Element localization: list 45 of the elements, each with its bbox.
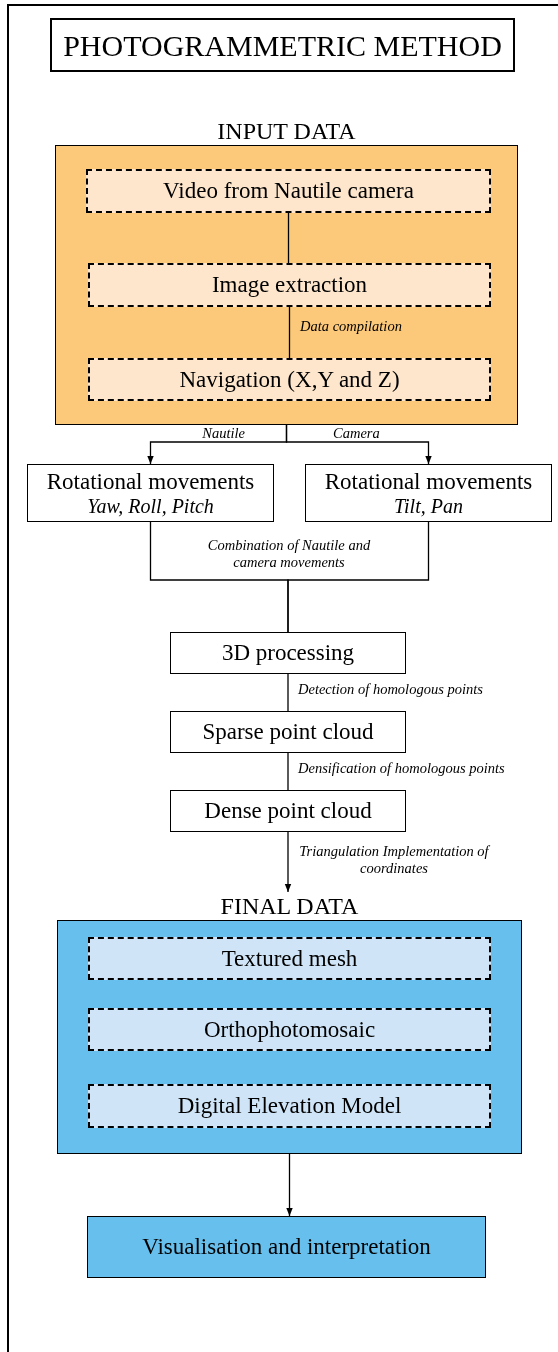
- connector-line: [287, 673, 289, 712]
- connector-line: [288, 306, 291, 359]
- box-title: Video from Nautile camera: [163, 178, 414, 204]
- box-title: Rotational movements: [324, 469, 533, 495]
- step-box: [88, 358, 491, 401]
- arrow: [284, 831, 292, 893]
- process-box: [170, 632, 406, 674]
- box-title: Textured mesh: [221, 945, 358, 972]
- box-title: Sparse point cloud: [202, 719, 374, 745]
- title-box: [50, 18, 515, 72]
- process-box: [305, 464, 552, 522]
- box-title: Orthophotomosaic: [203, 1016, 376, 1043]
- edge-label: Densification of homologous points: [298, 760, 506, 777]
- arrow: [285, 424, 432, 465]
- connector-line: [287, 212, 290, 264]
- box-title: Digital Elevation Model: [177, 1093, 402, 1119]
- edge-label: Detection of homologous points: [298, 681, 484, 698]
- box-title: Image extraction: [211, 272, 368, 298]
- output-box: [88, 937, 491, 980]
- edge-label: Nautile: [201, 425, 245, 442]
- step-box: [86, 169, 491, 213]
- process-box: [27, 464, 274, 522]
- edge-label: Combination of Nautile and camera movements: [206, 537, 372, 571]
- box-title: PHOTOGRAMMETRIC METHOD: [63, 28, 502, 62]
- box-title: 3D processing: [221, 640, 355, 666]
- section-heading: INPUT DATA: [216, 119, 357, 143]
- output-box: [88, 1008, 491, 1051]
- box-title: Rotational movements: [46, 469, 255, 495]
- process-box: [170, 790, 406, 832]
- edge-label: Camera: [333, 425, 381, 442]
- section-heading: FINAL DATA: [219, 894, 360, 918]
- arrow: [286, 1153, 293, 1217]
- connector-line: [287, 521, 430, 633]
- box-subtitle: Tilt, Pan: [394, 494, 463, 517]
- edge-label: Data compilation: [300, 318, 403, 335]
- edge-label: Triangulation Implementation of coordinates: [298, 843, 490, 877]
- process-box: [170, 711, 406, 753]
- box-title: Visualisation and interpretation: [142, 1234, 431, 1260]
- output-box: [88, 1084, 491, 1128]
- connector-line: [287, 752, 289, 791]
- box-subtitle: Yaw, Roll, Pitch: [87, 494, 214, 517]
- step-box: [88, 263, 491, 307]
- process-box: [87, 1216, 486, 1278]
- box-title: Dense point cloud: [204, 798, 372, 824]
- box-title: Navigation (X,Y and Z): [179, 366, 400, 393]
